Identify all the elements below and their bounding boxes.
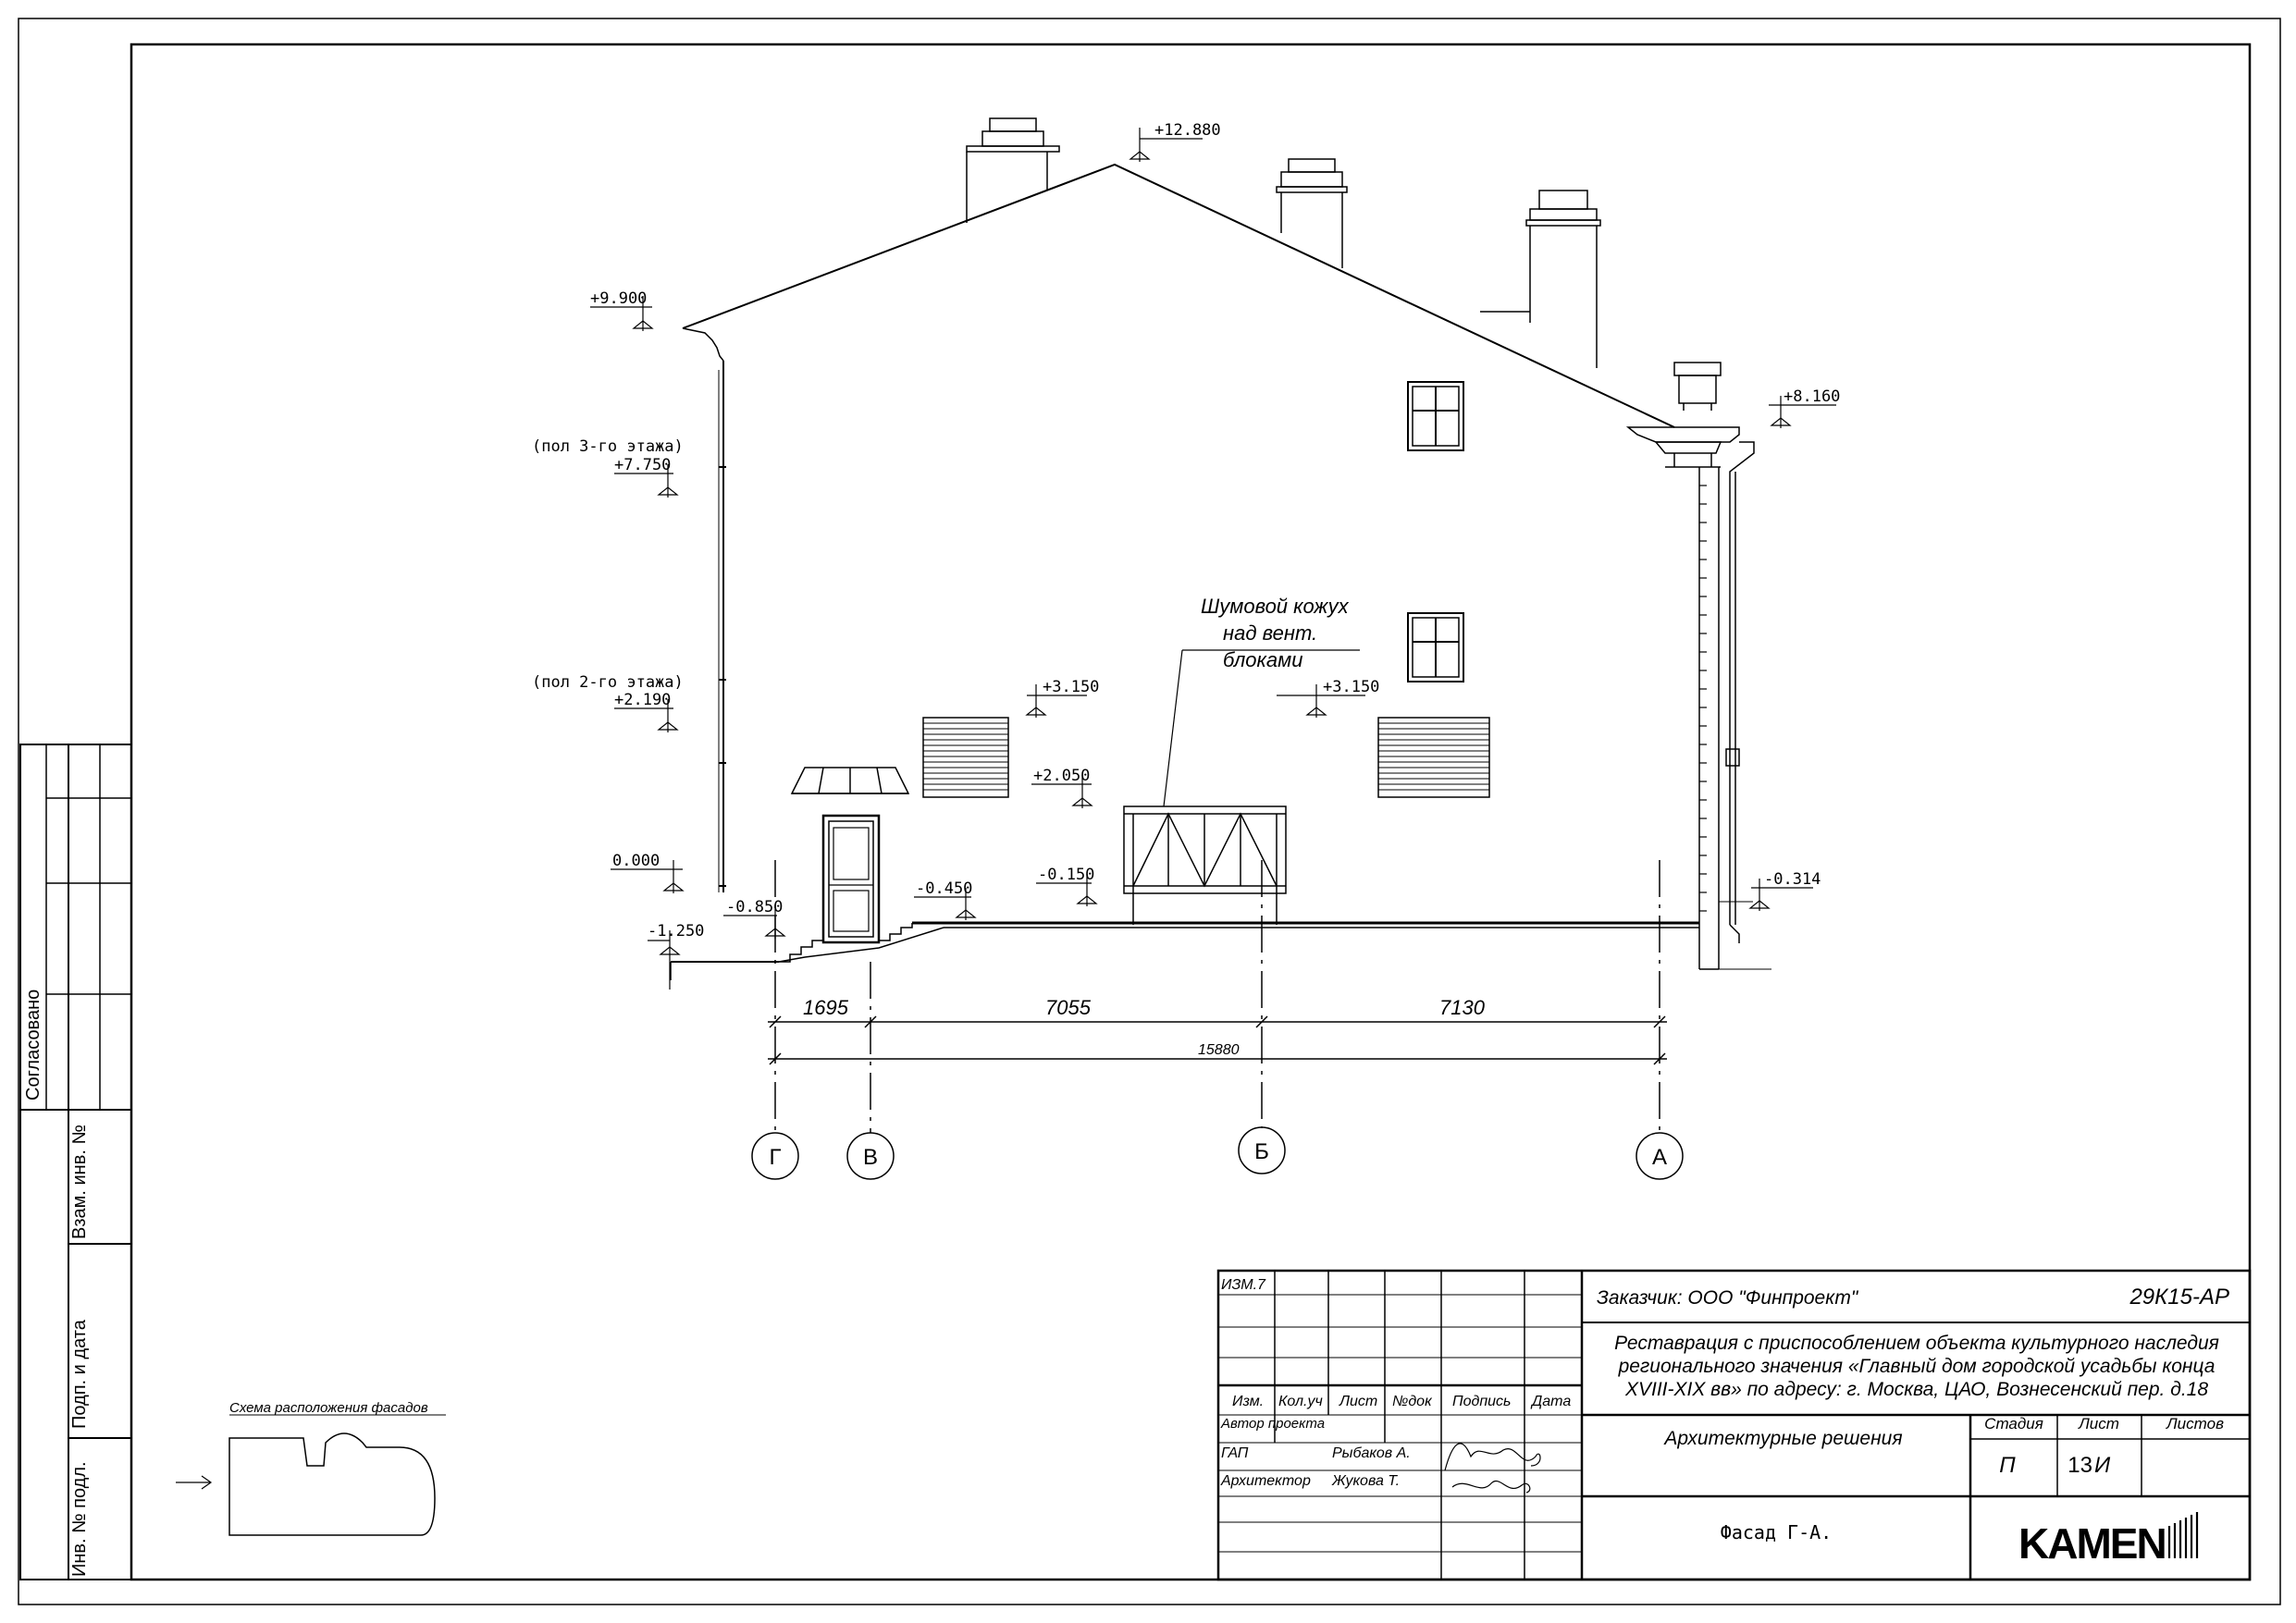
- quoins: [1699, 485, 1707, 912]
- axis-bubble-a: А: [1636, 1132, 1684, 1180]
- entrance-door: [821, 814, 881, 944]
- roof-outline: [682, 163, 1675, 428]
- level-minus-0314: -0.314: [1764, 870, 1821, 889]
- svg-text:Г: Г: [770, 1145, 782, 1170]
- dim-7055: 7055: [1045, 996, 1092, 1019]
- hdr-sheet: Лист: [2078, 1415, 2119, 1432]
- sign-date-label: Подп. и дата: [69, 1319, 90, 1429]
- dim-7130: 7130: [1439, 996, 1486, 1019]
- axis-bubble-b: Б: [1238, 1126, 1286, 1174]
- window-lower: [1407, 612, 1464, 682]
- replace-inv-label: Взам. инв. №: [69, 1125, 90, 1239]
- chimney-3: [1480, 190, 1601, 368]
- agreed-label: Согласовано: [23, 990, 43, 1100]
- kamen-logo: KAMEN: [2018, 1512, 2199, 1568]
- drainpipe: [1725, 441, 1755, 943]
- axis-bubble-v: В: [846, 1132, 895, 1180]
- callout-line-1: Шумовой кожух: [1201, 595, 1350, 618]
- inv-orig-label: Инв. № подл.: [69, 1461, 90, 1577]
- scheme-title: Схема расположения фасадов: [229, 1400, 428, 1416]
- level-floor2: +2.190: [614, 691, 671, 709]
- door-canopy: [790, 767, 910, 794]
- outer-border: [18, 18, 2281, 1605]
- col-sheet: Лист: [1339, 1394, 1377, 1409]
- svg-text:А: А: [1652, 1145, 1667, 1170]
- chimney-4: [1673, 362, 1722, 411]
- name-architect: Жукова Т.: [1331, 1473, 1400, 1489]
- level-eave-left: +9.900: [590, 289, 647, 308]
- project-line-2: регионального значения «Главный дом горо…: [1618, 1356, 2216, 1377]
- col-sign: Подпись: [1452, 1394, 1511, 1409]
- role-architect: Архитектор: [1220, 1473, 1311, 1489]
- floor3-caption: (пол 3-го этажа): [532, 437, 684, 456]
- role-author: Автор проекта: [1220, 1416, 1325, 1432]
- noise-enclosure: [1123, 805, 1287, 925]
- revision-label: ИЗМ.7: [1221, 1277, 1266, 1293]
- svg-text:В: В: [863, 1145, 878, 1170]
- axis-bubble-g: Г: [751, 1132, 799, 1180]
- level-ridge: +12.880: [1154, 121, 1221, 140]
- left-cornice: [682, 327, 724, 362]
- section-name: Архитектурные решения: [1662, 1428, 1902, 1449]
- level-plus-2050: +2.050: [1033, 767, 1090, 785]
- level-eave-right: +8.160: [1784, 387, 1840, 406]
- signature-gap: [1444, 1443, 1541, 1471]
- right-wall: [1698, 467, 1720, 970]
- facade-drawing: 1695 7055 7130 15880 Г В Б А: [532, 117, 1840, 1180]
- sheet-value: 13: [2068, 1453, 2092, 1478]
- svg-text:KAMEN: KAMEN: [2018, 1519, 2166, 1568]
- customer: Заказчик: ООО "Финпроект": [1597, 1287, 1859, 1309]
- col-date: Дата: [1530, 1394, 1571, 1409]
- title-block: ИЗМ.7 Заказчик: ООО "Финпроект" 29К15-АР…: [1216, 1269, 2252, 1581]
- role-gap: ГАП: [1221, 1445, 1249, 1461]
- noise-enclosure-callout: Шумовой кожух над вент. блоками: [1163, 595, 1360, 807]
- level-floor3: +7.750: [614, 456, 671, 474]
- right-cornice: [1625, 426, 1740, 468]
- floor2-caption: (пол 2-го этажа): [532, 673, 684, 692]
- dim-1695: 1695: [803, 996, 849, 1019]
- level-plus-3150-b: +3.150: [1323, 678, 1379, 696]
- chimney-1: [966, 117, 1060, 223]
- chimney-2: [1276, 158, 1348, 268]
- callout-line-3: блоками: [1223, 648, 1302, 671]
- col-change: Изм.: [1232, 1394, 1264, 1409]
- hdr-sheets: Листов: [2166, 1415, 2224, 1432]
- level-markers: [590, 128, 1836, 990]
- level-zero: 0.000: [612, 852, 660, 870]
- callout-line-2: над вент.: [1223, 621, 1317, 645]
- sheet-suffix: И: [2094, 1453, 2111, 1478]
- level-minus-0450: -0.450: [916, 879, 972, 898]
- window-upper: [1407, 381, 1464, 451]
- dimension-lines: [768, 1015, 1667, 1065]
- project-line-1: Реставрация с приспособлением объекта ку…: [1614, 1333, 2219, 1354]
- project-line-3: XVIII-XIX вв» по адресу: г. Москва, ЦАО,…: [1624, 1379, 2208, 1400]
- project-code: 29К15-АР: [2129, 1285, 2229, 1309]
- level-minus-0850: -0.850: [726, 898, 783, 916]
- col-qty: Кол.уч: [1278, 1394, 1323, 1409]
- side-stamp: Согласовано Взам. инв. № Подп. и дата Ин…: [19, 744, 132, 1580]
- stage-value: П: [1999, 1453, 2016, 1478]
- col-doc: №док: [1392, 1394, 1433, 1409]
- ground: [670, 901, 1771, 980]
- dim-15880: 15880: [1198, 1042, 1240, 1058]
- name-gap: Рыбаков А.: [1332, 1445, 1411, 1461]
- level-minus-0150: -0.150: [1038, 866, 1094, 884]
- signature-architect: [1451, 1481, 1531, 1494]
- sheet-name: Фасад Г-А.: [1721, 1521, 1832, 1543]
- level-plus-3150-a: +3.150: [1043, 678, 1099, 696]
- svg-text:Б: Б: [1254, 1139, 1269, 1164]
- facade-scheme: Схема расположения фасадов: [176, 1400, 446, 1536]
- hdr-stage: Стадия: [1984, 1415, 2043, 1432]
- vent-grille-right: [1377, 717, 1490, 798]
- vent-grille-left: [922, 717, 1009, 798]
- level-minus-1250: -1.250: [648, 922, 704, 941]
- entrance-steps: [779, 923, 913, 963]
